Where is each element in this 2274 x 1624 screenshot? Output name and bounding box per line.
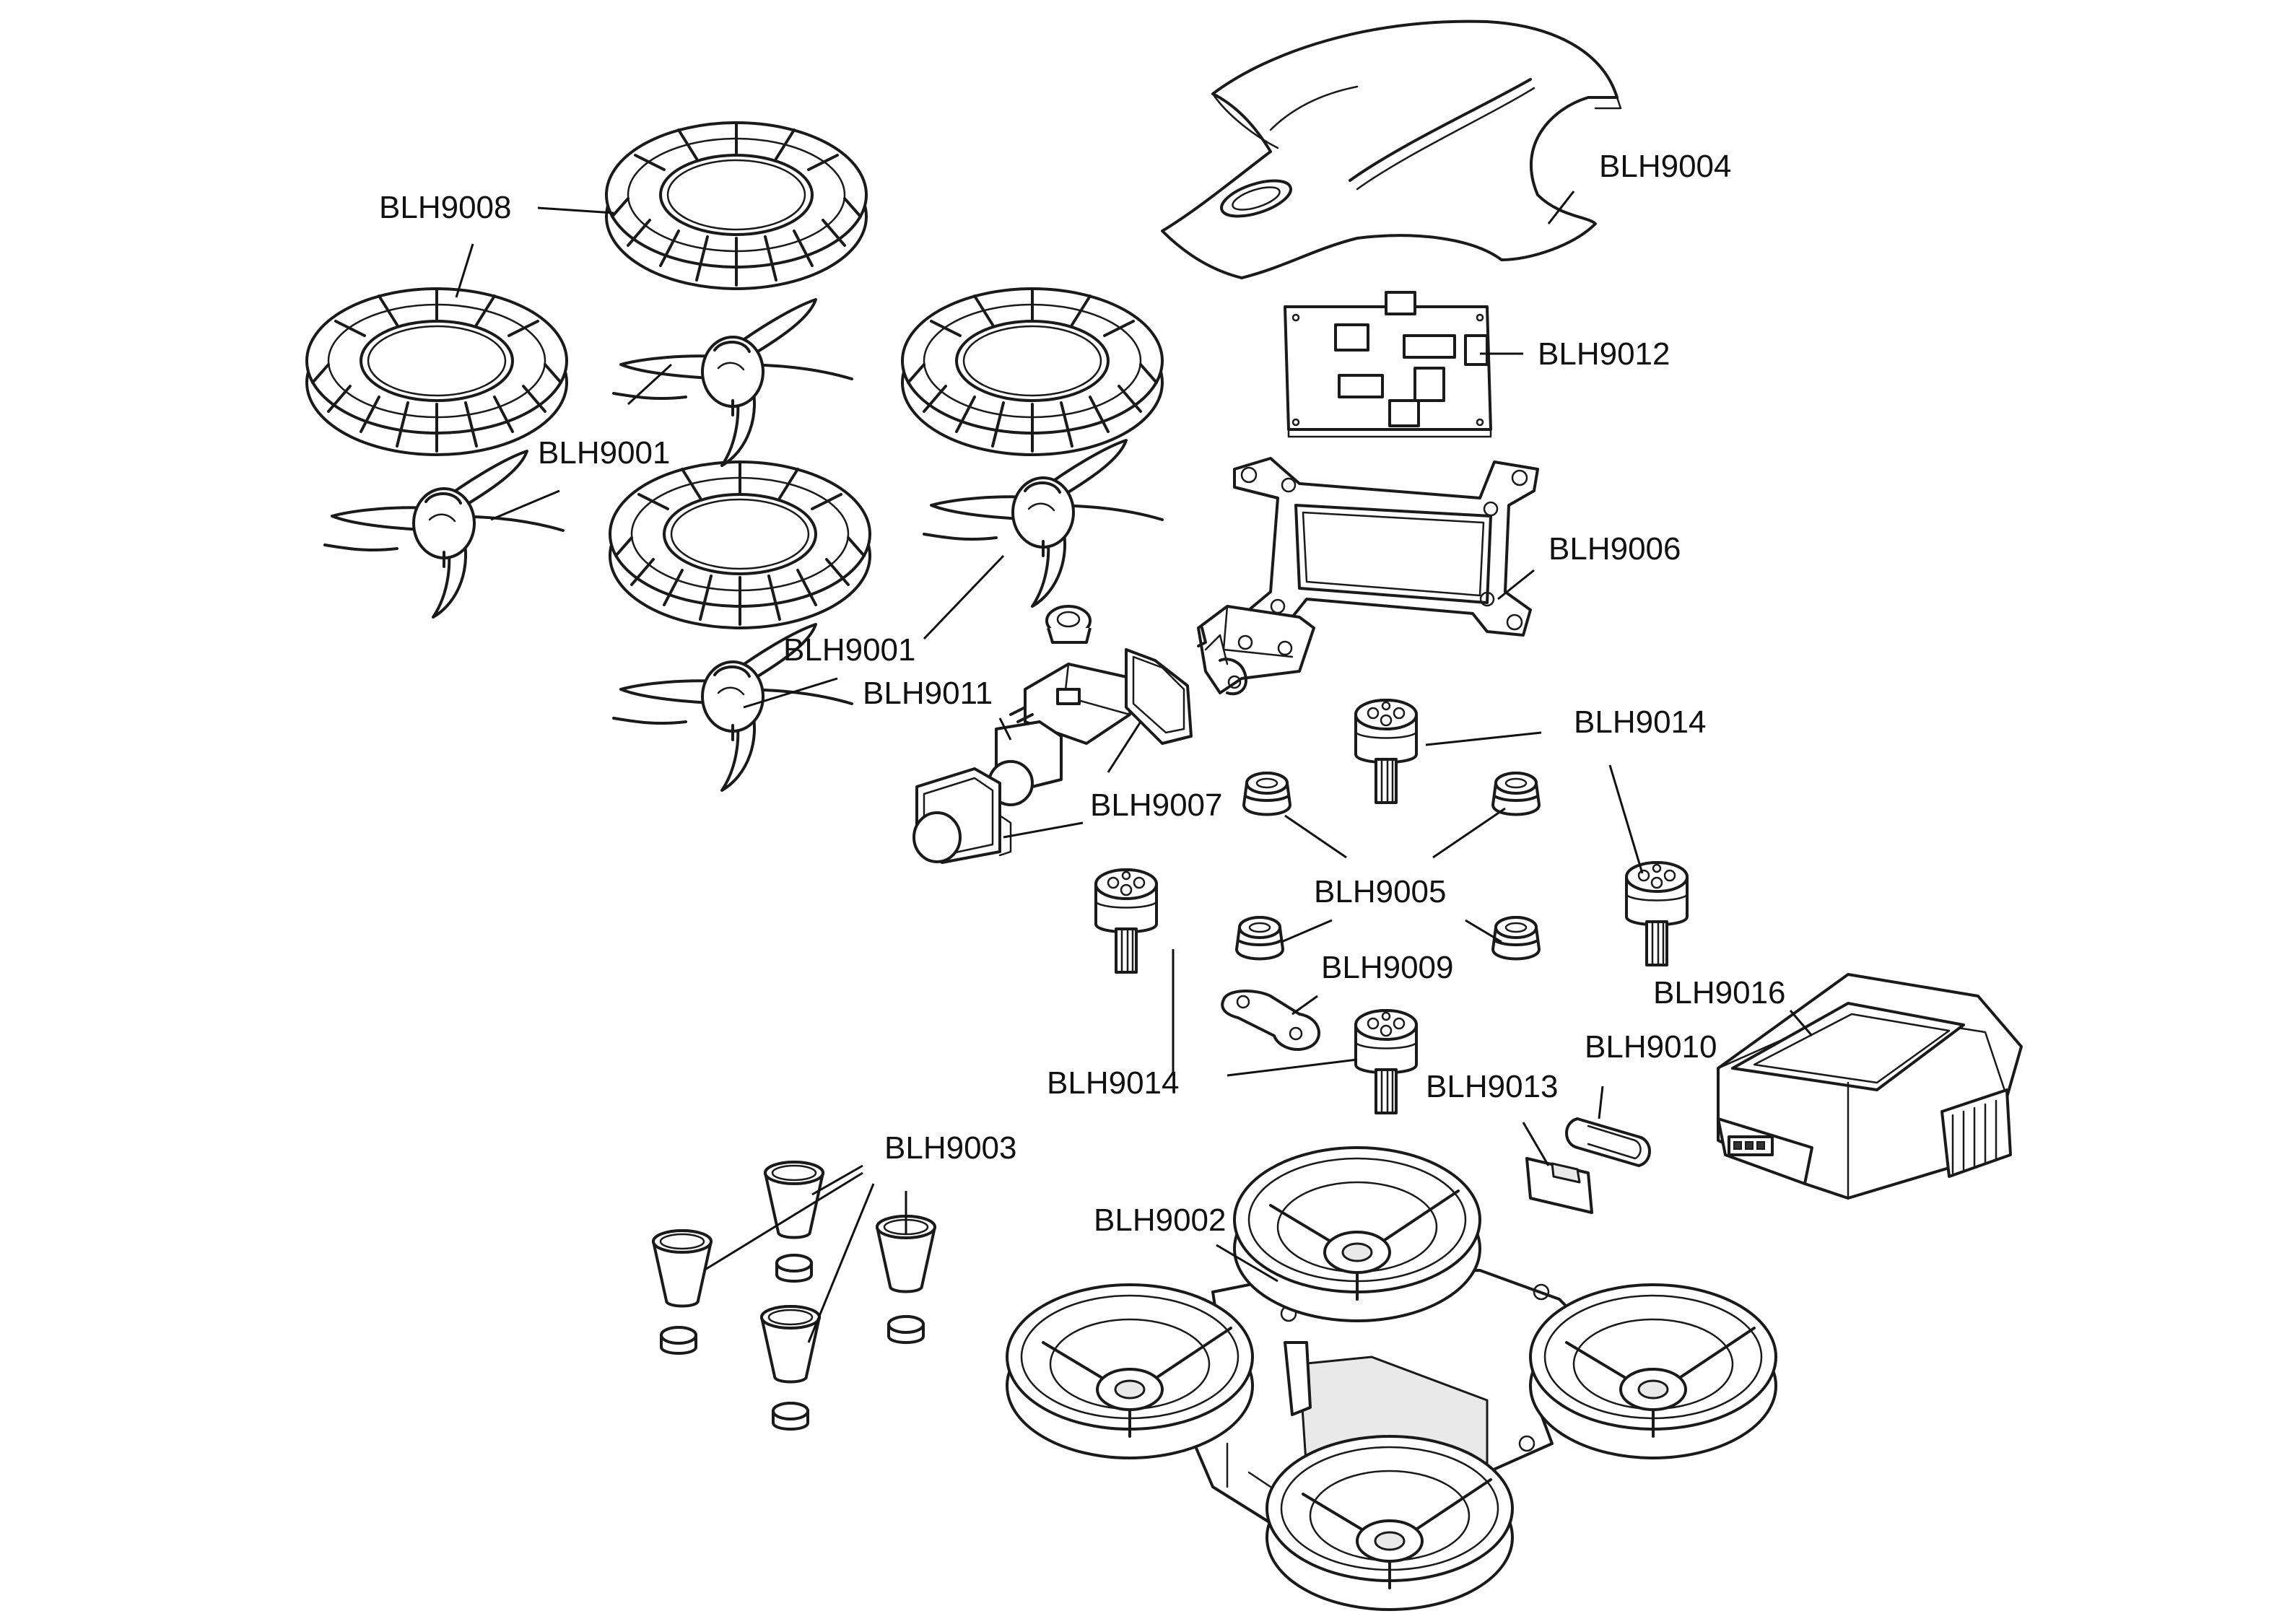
damper-3 bbox=[1235, 916, 1284, 961]
callout-blh9003: BLH9003 bbox=[884, 1130, 1016, 1166]
mount-plate bbox=[1221, 990, 1320, 1051]
frame-duct-right bbox=[1529, 1283, 1777, 1459]
callout-blh9007: BLH9007 bbox=[1090, 787, 1222, 823]
callout-blh9012: BLH9012 bbox=[1538, 336, 1670, 372]
callout-blh9009: BLH9009 bbox=[1321, 950, 1453, 985]
leader-lines bbox=[455, 191, 1813, 1343]
damper-4 bbox=[1491, 916, 1541, 961]
frame-duct-rear bbox=[1233, 1146, 1481, 1322]
callout-blh9001-upper: BLH9001 bbox=[538, 435, 670, 471]
motor-1 bbox=[1354, 699, 1418, 804]
frame-duct-front bbox=[1265, 1435, 1514, 1611]
motor-2 bbox=[1625, 861, 1689, 966]
propeller-3 bbox=[923, 439, 1164, 608]
callout-blh9013: BLH9013 bbox=[1426, 1069, 1558, 1104]
fan-guard-right bbox=[901, 287, 1164, 456]
callout-blh9008: BLH9008 bbox=[379, 190, 511, 225]
callout-blh9006: BLH9006 bbox=[1548, 531, 1681, 567]
frame-duct-left bbox=[1006, 1283, 1254, 1459]
canopy-shell bbox=[1161, 19, 1622, 279]
landing-foot-1 bbox=[764, 1161, 824, 1283]
callout-blh9014-lower: BLH9014 bbox=[1047, 1065, 1179, 1101]
flight-controller-board bbox=[1284, 291, 1492, 438]
battery-connector bbox=[1565, 1117, 1651, 1167]
damper-2 bbox=[1491, 772, 1541, 816]
fan-guard-top bbox=[605, 121, 868, 290]
fan-guard-left bbox=[305, 287, 568, 456]
fan-guard-middle bbox=[609, 460, 871, 629]
main-frame bbox=[1197, 457, 1539, 696]
callout-blh9011: BLH9011 bbox=[863, 676, 993, 711]
small-circuit-board bbox=[1525, 1157, 1593, 1214]
landing-foot-4 bbox=[760, 1305, 821, 1431]
callout-blh9014-upper: BLH9014 bbox=[1574, 704, 1706, 740]
damper-1 bbox=[1242, 772, 1291, 816]
motor-3 bbox=[1094, 868, 1158, 974]
flight-battery bbox=[1717, 973, 2023, 1200]
callout-blh9016: BLH9016 bbox=[1653, 975, 1785, 1010]
landing-foot-3 bbox=[876, 1215, 936, 1344]
landing-foot-2 bbox=[652, 1229, 713, 1355]
propeller-2 bbox=[323, 450, 565, 619]
callout-blh9004: BLH9004 bbox=[1599, 149, 1731, 184]
callout-blh9002: BLH9002 bbox=[1094, 1202, 1226, 1238]
callout-blh9005: BLH9005 bbox=[1314, 874, 1446, 909]
callout-blh9010: BLH9010 bbox=[1585, 1029, 1717, 1065]
fpv-camera-assembly bbox=[912, 605, 1193, 864]
callout-blh9001-lower: BLH9001 bbox=[783, 632, 915, 668]
motor-4 bbox=[1354, 1009, 1418, 1114]
